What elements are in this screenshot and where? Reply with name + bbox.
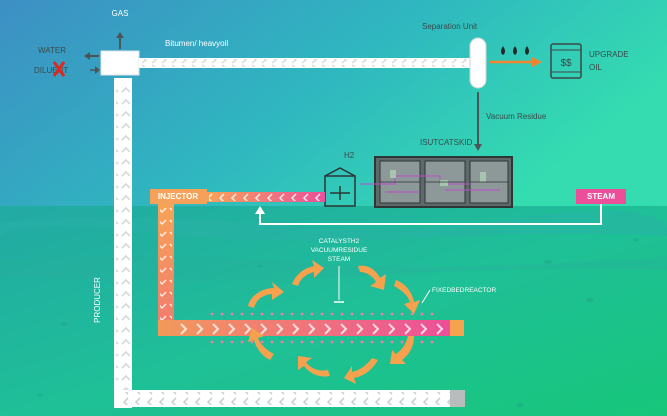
wellhead-box [100, 50, 140, 76]
sky-background [0, 0, 667, 206]
water-label: WATER [38, 46, 66, 55]
circ-arrow-1 [248, 282, 284, 308]
circ-arrow-7 [298, 356, 330, 377]
h2-unit [324, 167, 356, 207]
pebbles [37, 238, 639, 407]
red-x-icon [52, 61, 66, 77]
reactor-dots [210, 312, 434, 344]
barrel-symbol: $$ [560, 58, 572, 69]
water-arrow [84, 52, 90, 60]
separation-unit-label: Separation Unit [422, 22, 478, 31]
circ-arrow-4 [394, 280, 420, 314]
oil-barrel-icon [550, 43, 582, 79]
upgrade-label-2: OIL [589, 63, 602, 72]
diluent-arrow [95, 66, 100, 74]
gas-arrow [116, 32, 124, 38]
upgrade-label-1: UPGRADE [589, 50, 629, 59]
ground-background [0, 206, 667, 416]
vacuum-residue-label: Vacuum Residue [486, 112, 547, 121]
feed-label-2: VACUUMRESIDUE [311, 247, 368, 254]
circulation-arrows [248, 260, 420, 384]
circ-arrow-2 [292, 260, 324, 286]
reactor-pipe-cap [450, 320, 464, 336]
steam-return-arrow [255, 206, 265, 214]
injector-label: INJECTOR [158, 192, 199, 201]
oil-droplet-icon [501, 46, 529, 55]
h2-label: H2 [344, 151, 355, 160]
injector-box [150, 189, 207, 204]
steam-return-line [259, 204, 602, 225]
bitumen-label: Bitumen/ heavyoil [165, 39, 228, 48]
diluent-label: DILUENT [34, 66, 68, 75]
pipe-end-cap [450, 390, 465, 407]
isutcatskid-label: ISUTCATSKID [420, 138, 473, 147]
isutcat-skid [360, 156, 513, 208]
gas-label: GAS [112, 9, 129, 18]
fixed-bed-reactor-label: FIXEDBEDREACTOR [432, 287, 496, 294]
producer-label: PRODUCER [93, 277, 102, 323]
steam-box [576, 189, 626, 204]
feed-label-3: STEAM [328, 256, 350, 263]
separation-unit-vessel [469, 37, 487, 89]
circ-arrow-8 [248, 328, 274, 360]
upgrade-arrow [532, 57, 542, 67]
vacuum-residue-arrow [474, 144, 482, 151]
feed-label-1: CATALYSTH2 [319, 238, 360, 245]
steam-label: STEAM [587, 192, 615, 201]
circ-arrow-3 [358, 265, 386, 290]
circ-arrow-6 [344, 358, 378, 384]
circ-arrow-5 [390, 336, 414, 364]
